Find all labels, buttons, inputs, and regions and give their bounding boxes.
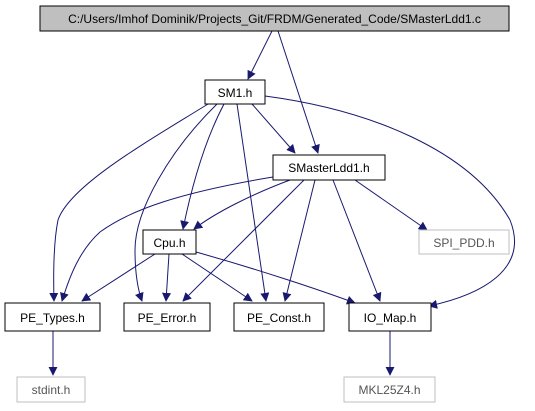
node-pe-error-h[interactable]: PE_Error.h: [123, 302, 211, 332]
edge-sm1-to-cpu: [180, 103, 225, 230]
edge-cpu-to-peerror: [162, 253, 172, 302]
edges: [48, 30, 516, 376]
edge-sm1-to-peconst: [236, 103, 270, 302]
edge-smasterldd1-to-cpu: [193, 179, 291, 230]
edge-sm1-to-petypes: [49, 103, 209, 302]
edge-sm1-to-iomap: [264, 95, 516, 309]
node-sm1-h[interactable]: SM1.h: [204, 79, 266, 105]
node-cpu-label: Cpu.h: [153, 236, 185, 250]
node-stdint-label: stdint.h: [32, 383, 71, 397]
edge-cpu-to-iomap: [195, 251, 356, 305]
node-root-file[interactable]: C:/Users/Imhof Dominik/Projects_Git/FRDM…: [39, 5, 510, 32]
node-root-label: C:/Users/Imhof Dominik/Projects_Git/FRDM…: [68, 12, 481, 26]
node-pe-const-label: PE_Const.h: [247, 311, 311, 325]
edge-root-to-sm1: [247, 30, 273, 80]
node-pe-const-h[interactable]: PE_Const.h: [233, 302, 325, 332]
node-smasterldd1-h[interactable]: SMasterLdd1.h: [272, 154, 386, 181]
node-pe-error-label: PE_Error.h: [138, 311, 197, 325]
node-mkl25z4-label: MKL25Z4.h: [358, 383, 420, 397]
edge-smasterldd1-to-peerror: [182, 179, 305, 302]
edge-smasterldd1-to-iomap: [332, 179, 382, 302]
node-sm1-label: SM1.h: [218, 86, 253, 100]
edge-smasterldd1-to-peconst: [282, 179, 316, 302]
edge-root-to-smasterldd1: [277, 30, 320, 154]
node-stdint-h[interactable]: stdint.h: [16, 376, 86, 403]
edge-sm1-to-peerror: [134, 103, 218, 302]
node-mkl25z4-h[interactable]: MKL25Z4.h: [343, 376, 436, 403]
node-io-map-h[interactable]: IO_Map.h: [348, 302, 432, 332]
edge-cpu-to-petypes: [81, 253, 156, 302]
node-pe-types-label: PE_Types.h: [20, 311, 85, 325]
node-smasterldd1-label: SMasterLdd1.h: [288, 161, 369, 175]
edge-smasterldd1-to-petypes: [60, 175, 280, 302]
edge-sm1-to-smasterldd1: [251, 103, 296, 154]
edge-smasterldd1-to-spipdd: [354, 179, 428, 231]
node-pe-types-h[interactable]: PE_Types.h: [4, 302, 101, 332]
node-cpu-h[interactable]: Cpu.h: [142, 229, 197, 255]
node-io-map-label: IO_Map.h: [364, 311, 417, 325]
nodes: C:/Users/Imhof Dominik/Projects_Git/FRDM…: [4, 5, 510, 403]
node-spi-pdd-h[interactable]: SPI_PDD.h: [418, 229, 510, 255]
node-spi-pdd-label: SPI_PDD.h: [433, 236, 494, 250]
edge-cpu-to-peconst: [181, 253, 253, 302]
